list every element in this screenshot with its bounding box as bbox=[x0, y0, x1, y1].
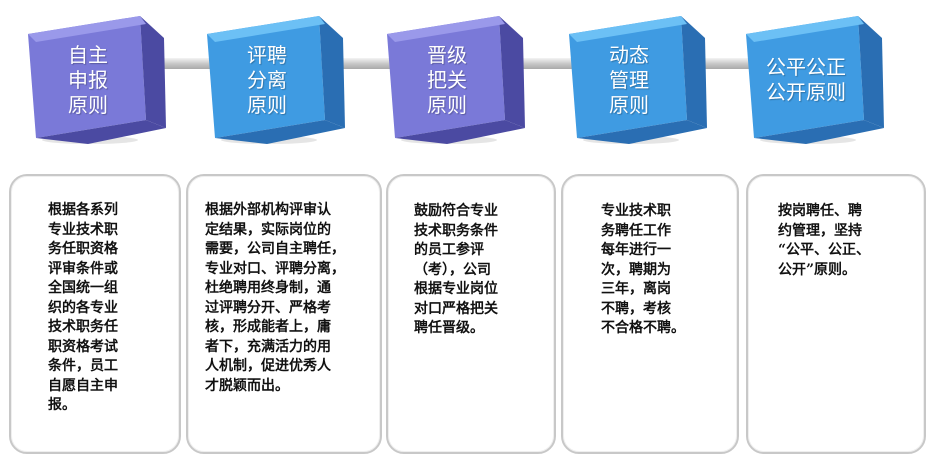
cube-top-highlight bbox=[569, 16, 687, 42]
principle-desc-text: 根据外部机构评审认 定结果，实际岗位的 需要，公司自主聘任， 专业对口、评聘分离… bbox=[205, 202, 345, 394]
principle-desc-text: 鼓励符合专业 技术职务条件 的员工参评 （考），公司 根据专业岗位 对口严格把关… bbox=[414, 203, 498, 336]
principle-title: 动态 管理 原则 bbox=[609, 42, 649, 117]
principle-desc-box-5: 按岗聘任、聘 约管理，坚持 “公平、公正、 公开”原则。 bbox=[746, 174, 926, 454]
cube-front-face bbox=[569, 16, 687, 138]
principle-cube-dynamic: 动态 管理 原则 bbox=[559, 16, 709, 146]
principle-title: 自主 申报 原则 bbox=[68, 42, 108, 117]
cube-top-highlight bbox=[746, 16, 864, 42]
cube-bottom-face bbox=[754, 120, 884, 144]
cube-shape bbox=[746, 16, 884, 144]
cube-bottom-face bbox=[577, 120, 707, 144]
principle-desc-box-2: 根据外部机构评审认 定结果，实际岗位的 需要，公司自主聘任， 专业对口、评聘分离… bbox=[186, 174, 382, 454]
cube-bottom-face bbox=[215, 120, 345, 144]
principle-title: 公平公正 公开原则 bbox=[766, 55, 846, 104]
principle-desc-text: 根据各系列 专业技术职 务任职资格 评审条件或 全国统一组 织的各专业 技术职务… bbox=[48, 202, 118, 413]
cube-bottom-face bbox=[36, 120, 166, 144]
principle-desc-text: 专业技术职 务聘任工作 每年进行一 次，聘期为 三年，离岗 不聘，考核 不合格不… bbox=[601, 203, 685, 336]
principle-cube-separation: 评聘 分离 原则 bbox=[197, 16, 347, 146]
cube-front-face bbox=[746, 16, 864, 138]
cube-side-face bbox=[681, 16, 707, 128]
cube-bottom-face bbox=[395, 120, 525, 144]
cube-shape bbox=[387, 16, 525, 144]
cube-side-face bbox=[319, 16, 345, 128]
principle-desc-box-1: 根据各系列 专业技术职 务任职资格 评审条件或 全国统一组 织的各专业 技术职务… bbox=[9, 174, 181, 454]
cube-front-face bbox=[207, 16, 325, 138]
principle-cube-promotion: 晋级 把关 原则 bbox=[377, 16, 527, 146]
principle-desc-text: 按岗聘任、聘 约管理，坚持 “公平、公正、 公开”原则。 bbox=[778, 203, 871, 278]
cube-side-face bbox=[499, 16, 525, 128]
cube-shape bbox=[207, 16, 345, 144]
cube-front-face bbox=[28, 16, 146, 138]
cube-top-highlight bbox=[387, 16, 505, 42]
cube-shape bbox=[28, 16, 166, 144]
principle-cube-fairness: 公平公正 公开原则 bbox=[736, 16, 886, 146]
principle-desc-box-3: 鼓励符合专业 技术职务条件 的员工参评 （考），公司 根据专业岗位 对口严格把关… bbox=[386, 174, 556, 454]
cube-side-face bbox=[858, 16, 884, 128]
cube-top-highlight bbox=[207, 16, 325, 42]
cube-front-face bbox=[387, 16, 505, 138]
principle-desc-box-4: 专业技术职 务聘任工作 每年进行一 次，聘期为 三年，离岗 不聘，考核 不合格不… bbox=[561, 174, 739, 454]
principle-cube-self-declaration: 自主 申报 原则 bbox=[18, 16, 168, 146]
cube-shape bbox=[569, 16, 707, 144]
cube-top-highlight bbox=[28, 16, 146, 42]
principle-title: 评聘 分离 原则 bbox=[247, 42, 287, 117]
principle-title: 晋级 把关 原则 bbox=[427, 42, 467, 117]
cube-side-face bbox=[140, 16, 166, 128]
